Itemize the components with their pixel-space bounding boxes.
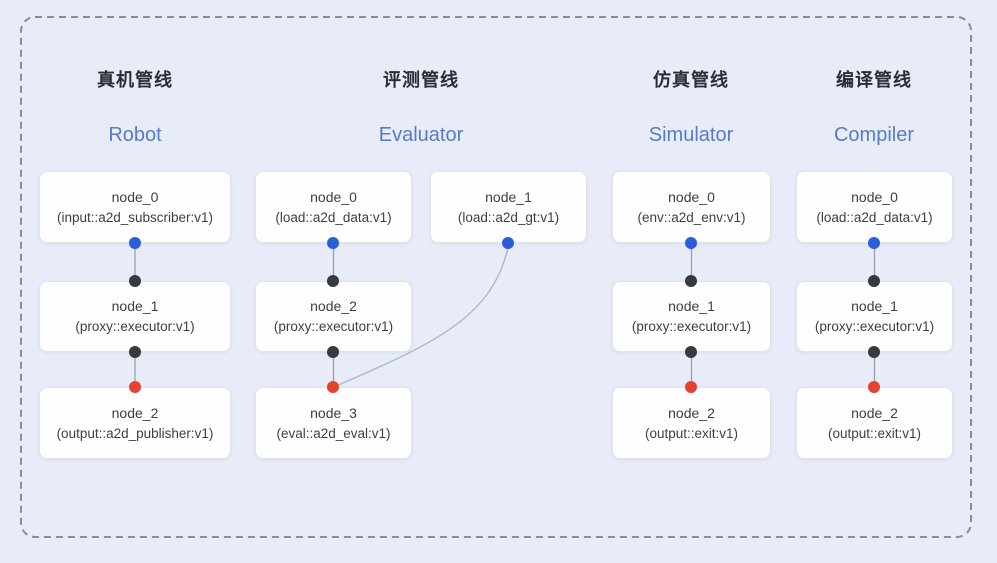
node-card-evaluator-node2: node_2 (proxy::executor:v1) bbox=[255, 281, 412, 352]
node-type: (load::a2d_gt:v1) bbox=[457, 209, 560, 225]
node-type: (proxy::executor:v1) bbox=[814, 319, 935, 334]
node-name: node_3 bbox=[310, 404, 357, 421]
node-name: node_1 bbox=[485, 188, 532, 205]
node-card-compiler-node1: node_1 (proxy::executor:v1) bbox=[796, 281, 953, 352]
pipeline-title-en-evaluator: Evaluator bbox=[378, 124, 464, 146]
input-port-dot bbox=[327, 275, 339, 287]
input-port-dot bbox=[868, 275, 880, 287]
node-name: node_2 bbox=[111, 404, 159, 421]
node-name: node_1 bbox=[668, 298, 715, 314]
node-type: (output::exit:v1) bbox=[644, 425, 739, 441]
dashed-boundary-frame bbox=[20, 16, 972, 538]
output-port-dot bbox=[129, 237, 141, 249]
output-port-dot bbox=[868, 346, 880, 358]
node-type: (input::a2d_subscriber:v1) bbox=[56, 209, 214, 225]
output-port-dot bbox=[129, 346, 141, 358]
node-card-compiler-node2: node_2 (output::exit:v1) bbox=[796, 387, 953, 459]
node-name: node_0 bbox=[668, 188, 715, 205]
sink-port-dot bbox=[129, 381, 141, 393]
input-port-dot bbox=[685, 275, 697, 287]
node-card-robot-node2: node_2 (output::a2d_publisher:v1) bbox=[39, 387, 231, 459]
node-card-simulator-node2: node_2 (output::exit:v1) bbox=[612, 387, 771, 459]
node-type: (env::a2d_env:v1) bbox=[637, 209, 746, 225]
node-card-evaluator-node1: node_1 (load::a2d_gt:v1) bbox=[430, 171, 587, 243]
node-name: node_0 bbox=[310, 188, 357, 205]
node-name: node_0 bbox=[111, 188, 159, 205]
node-type: (load::a2d_data:v1) bbox=[816, 209, 933, 225]
pipeline-title-zh-evaluator: 评测管线 bbox=[383, 70, 459, 90]
input-port-dot bbox=[129, 275, 141, 287]
node-name: node_0 bbox=[851, 188, 898, 205]
node-type: (proxy::executor:v1) bbox=[75, 319, 195, 334]
pipeline-title-zh-compiler: 编译管线 bbox=[836, 70, 912, 90]
pipeline-title-en-simulator: Simulator bbox=[648, 124, 734, 146]
sink-port-dot bbox=[868, 381, 880, 393]
node-card-evaluator-node0: node_0 (load::a2d_data:v1) bbox=[255, 171, 412, 243]
output-port-dot bbox=[327, 237, 339, 249]
node-name: node_1 bbox=[111, 298, 159, 314]
output-port-dot bbox=[502, 237, 514, 249]
node-type: (output::a2d_publisher:v1) bbox=[56, 425, 214, 441]
node-card-simulator-node0: node_0 (env::a2d_env:v1) bbox=[612, 171, 771, 243]
pipeline-title-en-robot: Robot bbox=[108, 124, 162, 146]
output-port-dot bbox=[685, 346, 697, 358]
cross-link-curve bbox=[335, 244, 510, 387]
output-port-dot bbox=[868, 237, 880, 249]
pipeline-title-zh-simulator: 仿真管线 bbox=[653, 70, 729, 90]
output-port-dot bbox=[685, 237, 697, 249]
node-type: (load::a2d_data:v1) bbox=[275, 209, 392, 225]
node-type: (proxy::executor:v1) bbox=[273, 319, 394, 334]
node-name: node_2 bbox=[310, 298, 357, 314]
output-port-dot bbox=[327, 346, 339, 358]
node-card-compiler-node0: node_0 (load::a2d_data:v1) bbox=[796, 171, 953, 243]
sink-port-dot bbox=[685, 381, 697, 393]
node-card-robot-node1: node_1 (proxy::executor:v1) bbox=[39, 281, 231, 352]
node-name: node_2 bbox=[668, 404, 715, 421]
node-name: node_2 bbox=[851, 404, 898, 421]
node-type: (proxy::executor:v1) bbox=[631, 319, 752, 334]
node-card-evaluator-node3: node_3 (eval::a2d_eval:v1) bbox=[255, 387, 412, 459]
node-card-robot-node0: node_0 (input::a2d_subscriber:v1) bbox=[39, 171, 231, 243]
sink-port-dot bbox=[327, 381, 339, 393]
node-name: node_1 bbox=[851, 298, 898, 314]
node-card-simulator-node1: node_1 (proxy::executor:v1) bbox=[612, 281, 771, 352]
node-type: (eval::a2d_eval:v1) bbox=[276, 425, 391, 441]
pipeline-title-zh-robot: 真机管线 bbox=[97, 70, 173, 90]
pipeline-title-en-compiler: Compiler bbox=[833, 124, 915, 146]
node-type: (output::exit:v1) bbox=[827, 425, 922, 441]
